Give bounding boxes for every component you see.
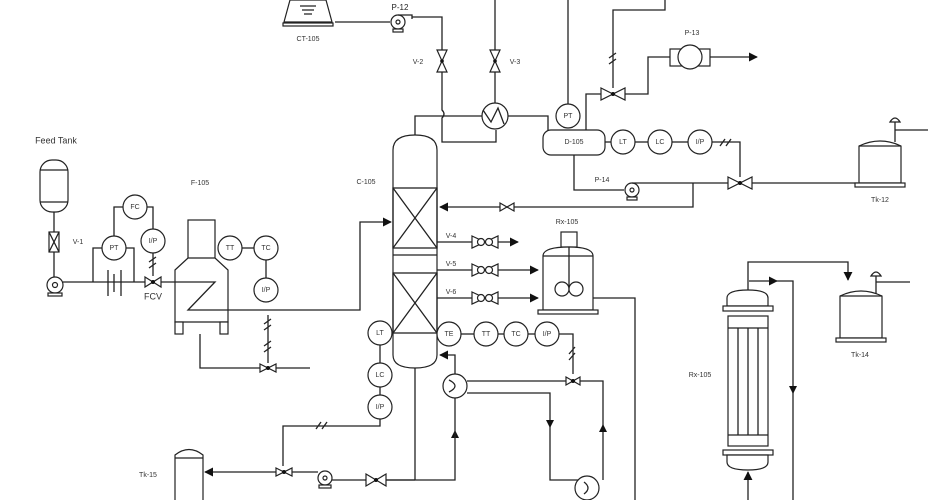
v4-label: V-4 bbox=[446, 233, 457, 240]
instrument-col-lt[interactable]: LT bbox=[367, 320, 393, 346]
instrument-col-tc[interactable]: TC bbox=[503, 321, 529, 347]
bottoms-pump[interactable] bbox=[317, 470, 333, 489]
bottoms-valve[interactable] bbox=[365, 472, 387, 488]
col-tip-label: I/P bbox=[543, 331, 552, 338]
feed-tank[interactable] bbox=[39, 159, 69, 213]
p12-label: P-12 bbox=[392, 3, 409, 12]
col-lc-label: LC bbox=[376, 372, 385, 379]
v5-label: V-5 bbox=[446, 261, 457, 268]
p14-label: P-14 bbox=[595, 177, 610, 184]
drum-pt-label: PT bbox=[564, 113, 574, 120]
v6-label: V-6 bbox=[446, 289, 457, 296]
pump-p12[interactable] bbox=[390, 14, 413, 33]
steam-control-valve[interactable] bbox=[565, 375, 581, 387]
feed-pt-label: PT bbox=[110, 245, 120, 252]
feed-ip-label: I/P bbox=[149, 238, 158, 245]
instrument-drum-lt[interactable]: LT bbox=[610, 129, 636, 155]
ct105-label: CT-105 bbox=[297, 36, 320, 43]
valve-v6[interactable] bbox=[471, 291, 499, 305]
flow-control-valve[interactable] bbox=[144, 275, 162, 289]
instrument-feed-pt[interactable]: PT bbox=[101, 235, 127, 261]
reboiler[interactable] bbox=[442, 373, 468, 399]
tank-tk12[interactable] bbox=[854, 117, 928, 188]
heater-tt-label: TT bbox=[226, 245, 235, 252]
valve-v4[interactable] bbox=[471, 235, 499, 249]
instrument-feed-ip[interactable]: I/P bbox=[140, 228, 166, 254]
feed-pump[interactable] bbox=[46, 276, 64, 297]
col-te-label: TE bbox=[445, 331, 454, 338]
fcv-label: FCV bbox=[144, 291, 162, 301]
instrument-feed-fc[interactable]: FC bbox=[122, 194, 148, 220]
instrument-col-tip[interactable]: I/P bbox=[534, 321, 560, 347]
col-tc-label: TC bbox=[511, 331, 520, 338]
tk15-label: Tk-15 bbox=[139, 472, 157, 479]
pressure-control-valve[interactable] bbox=[600, 87, 626, 101]
instrument-col-tt[interactable]: TT bbox=[473, 321, 499, 347]
reflux-drum-d105[interactable]: D-105 bbox=[542, 129, 606, 156]
col-tt-label: TT bbox=[482, 331, 491, 338]
v3-label: V-3 bbox=[510, 59, 521, 66]
stirred-reactor-rx105[interactable] bbox=[537, 231, 599, 315]
tank-tk15[interactable] bbox=[174, 448, 204, 500]
heater-label: F-105 bbox=[191, 180, 209, 187]
instrument-col-ip[interactable]: I/P bbox=[367, 394, 393, 420]
tubular-reactor-rx105[interactable] bbox=[722, 289, 774, 471]
feed-fc-label: FC bbox=[130, 204, 139, 211]
bottoms-control-valve[interactable] bbox=[275, 467, 293, 477]
valve-v2[interactable] bbox=[436, 49, 448, 73]
cooling-tower-ct105[interactable] bbox=[282, 0, 334, 27]
fuel-control-valve[interactable] bbox=[259, 363, 277, 373]
reboiler-pump[interactable] bbox=[574, 475, 600, 500]
fired-heater-f105[interactable] bbox=[174, 219, 229, 335]
col-lt-label: LT bbox=[376, 330, 384, 337]
reflux-valve[interactable] bbox=[499, 201, 515, 213]
valve-v1-label: V-1 bbox=[73, 239, 84, 246]
drum-lt-label: LT bbox=[619, 139, 627, 146]
tank-tk14[interactable] bbox=[835, 271, 910, 343]
instrument-col-te[interactable]: TE bbox=[436, 321, 462, 347]
instrument-drum-ip[interactable]: I/P bbox=[687, 129, 713, 155]
orifice-plate bbox=[107, 270, 122, 296]
instrument-heater-ip[interactable]: I/P bbox=[253, 277, 279, 303]
valve-v3[interactable] bbox=[489, 49, 501, 73]
tk12-label: Tk-12 bbox=[871, 197, 889, 204]
heater-ip-label: I/P bbox=[262, 287, 271, 294]
instrument-col-lc[interactable]: LC bbox=[367, 362, 393, 388]
compressor-p13[interactable] bbox=[669, 44, 711, 70]
instrument-heater-tc[interactable]: TC bbox=[253, 235, 279, 261]
tk14-label: Tk-14 bbox=[851, 352, 869, 359]
drum-ip-label: I/P bbox=[696, 139, 705, 146]
heater-tc-label: TC bbox=[261, 245, 270, 252]
valve-v1[interactable] bbox=[48, 231, 60, 253]
d105-label: D-105 bbox=[564, 139, 583, 146]
rx105-tubular-label: Rx-105 bbox=[689, 372, 712, 379]
instrument-heater-tt[interactable]: TT bbox=[217, 235, 243, 261]
condenser[interactable] bbox=[481, 102, 509, 130]
valve-v5[interactable] bbox=[471, 263, 499, 277]
level-control-valve[interactable] bbox=[727, 176, 753, 190]
p13-label: P-13 bbox=[685, 30, 700, 37]
rx105-stirred-label: Rx-105 bbox=[556, 219, 579, 226]
c105-label: C-105 bbox=[356, 179, 375, 186]
pump-p14[interactable] bbox=[624, 182, 640, 201]
v2-label: V-2 bbox=[413, 59, 424, 66]
drum-lc-label: LC bbox=[656, 139, 665, 146]
col-ip-label: I/P bbox=[376, 404, 385, 411]
instrument-drum-pt[interactable]: PT bbox=[555, 103, 581, 129]
feed-tank-label: Feed Tank bbox=[35, 135, 77, 145]
distillation-column-c105[interactable] bbox=[392, 134, 438, 369]
instrument-drum-lc[interactable]: LC bbox=[647, 129, 673, 155]
